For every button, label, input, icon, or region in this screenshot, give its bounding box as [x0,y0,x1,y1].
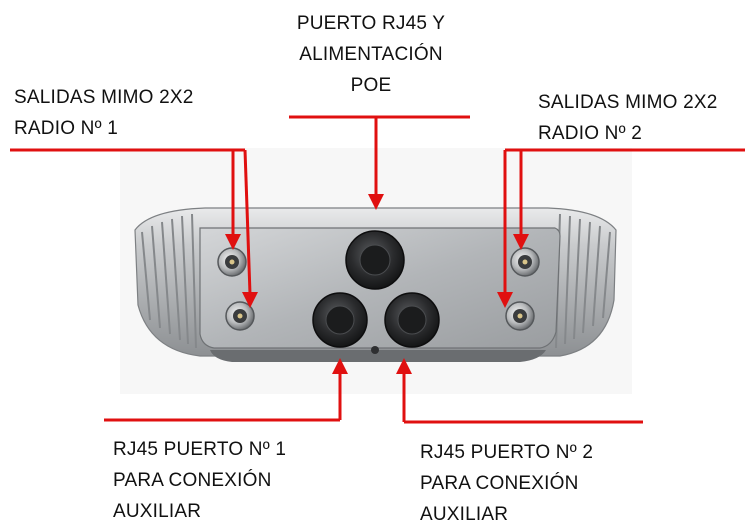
n-connector-radio2-top [510,247,540,277]
arrow-head-bottom-right [396,358,412,374]
label-line: AUXILIAR [420,504,509,525]
arrow-head-right-2 [497,292,513,308]
label-line: RJ45 PUERTO Nº 2 [420,442,594,463]
arrow-head-bottom-left [332,358,348,374]
arrow-head-left-1 [225,234,241,250]
label-line: PUERTO RJ45 Y [296,13,446,34]
drain-hole [371,346,379,354]
label-rj45-poe: PUERTO RJ45 Y ALIMENTACIÓN POE [266,8,476,101]
label-line: PARA CONEXIÓN [420,473,579,494]
n-connector-radio1-bottom [225,301,255,331]
n-connector-radio2-bottom [505,301,535,331]
callout-lines [10,115,745,424]
n-connector-radio1-top [217,247,247,277]
label-line: RADIO Nº 2 [538,123,642,144]
label-line: AUXILIAR [113,501,202,522]
label-line: PARA CONEXIÓN [113,470,272,491]
cable-gland-rj45-port-2 [384,292,440,348]
label-line: RADIO Nº 1 [14,118,118,139]
label-mimo-radio-1: SALIDAS MIMO 2X2 RADIO Nº 1 [14,82,194,144]
label-line: RJ45 PUERTO Nº 1 [113,439,287,460]
label-line: ALIMENTACIÓN [299,44,443,65]
arrow-head-right-1 [513,234,529,250]
label-line: SALIDAS MIMO 2X2 [538,92,718,113]
arrow-head-top [368,194,384,210]
label-rj45-port-2: RJ45 PUERTO Nº 2 PARA CONEXIÓN AUXILIAR [420,437,593,530]
cable-gland-poe [345,230,405,290]
label-line: SALIDAS MIMO 2X2 [14,87,194,108]
label-line: POE [350,75,392,96]
cooling-fins-left [141,213,197,349]
bottom-lip [210,350,546,362]
arrow-heads [225,194,529,374]
label-mimo-radio-2: SALIDAS MIMO 2X2 RADIO Nº 2 [538,87,718,149]
arrow-head-left-2 [242,292,258,308]
arrow-left-2-shaft [243,149,252,295]
label-rj45-port-1: RJ45 PUERTO Nº 1 PARA CONEXIÓN AUXILIAR [113,434,286,527]
cable-gland-rj45-port-1 [312,292,368,348]
